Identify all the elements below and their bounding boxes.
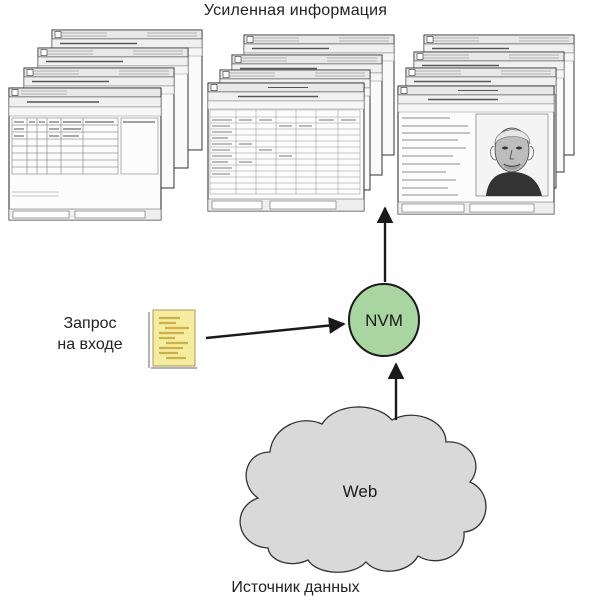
browser-window-icon	[397, 85, 555, 215]
input-query-label: Запрос на входе	[57, 315, 123, 353]
cloud-icon	[239, 406, 487, 573]
enhanced-info-label: Усиленная информация	[203, 2, 388, 19]
arrows	[205, 206, 405, 420]
arrow-query-to-nvm	[205, 317, 346, 340]
right-window-stack	[397, 34, 575, 215]
browser-window-icon	[8, 87, 162, 221]
left-window-stack	[8, 29, 203, 221]
data-source-label: Источник данных	[231, 579, 360, 596]
nvm-label: NVM	[365, 311, 403, 330]
middle-window-stack	[207, 34, 395, 212]
portrait-photo-icon	[475, 113, 549, 197]
nvm-node: NVM	[348, 283, 420, 357]
document-icon	[148, 309, 197, 369]
web-label: Web	[343, 482, 378, 501]
browser-window-icon	[207, 82, 365, 212]
